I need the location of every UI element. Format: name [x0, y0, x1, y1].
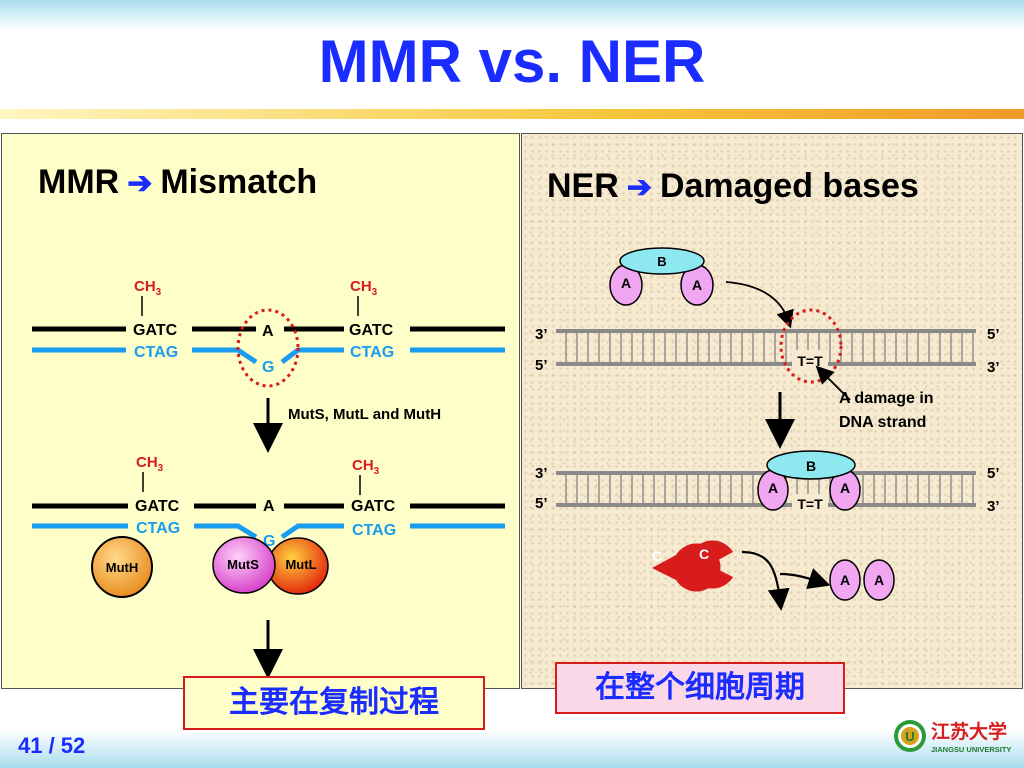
- damage-label-line2: DNA strand: [839, 414, 926, 431]
- curved-arrow-icon: [741, 550, 790, 611]
- strand-end-5: 5’: [535, 495, 548, 512]
- seq-ctag: CTAG: [352, 522, 396, 539]
- mmr-panel: [1, 133, 520, 689]
- strand-end-3: 3’: [535, 326, 548, 343]
- damage-label-line1: A damage in: [839, 390, 934, 407]
- seq-ctag: CTAG: [350, 344, 394, 361]
- seq-gatc: GATC: [133, 322, 178, 339]
- methyl-label: CH3: [134, 278, 162, 298]
- title-underline: [0, 109, 1024, 119]
- strand-end-5: 5’: [987, 326, 1000, 343]
- strand-end-5: 5’: [987, 465, 1000, 482]
- logo-name-en: JIANGSU UNIVERSITY: [931, 745, 1011, 754]
- seq-ctag: CTAG: [134, 344, 178, 361]
- right-arrow-icon: ➔: [127, 167, 153, 200]
- methyl-label: CH3: [350, 278, 378, 298]
- ner-note-box: 在整个细胞周期: [555, 662, 845, 714]
- strand-end-3: 3’: [535, 465, 548, 482]
- thymine-dimer: T=T: [797, 496, 823, 512]
- enzyme-subunit-a: [863, 559, 895, 601]
- svg-text:B: B: [806, 458, 816, 474]
- svg-text:C: C: [652, 548, 662, 564]
- svg-text:A: A: [840, 480, 850, 496]
- enzyme-subunit-b: [619, 247, 705, 275]
- svg-text:B: B: [657, 254, 666, 269]
- strand-end-3: 3’: [987, 359, 1000, 376]
- jiangsu-university-emblem-icon: U 江苏大学 JIANGSU UNIVERSITY: [894, 720, 1011, 754]
- mutl-label: MutL: [285, 557, 316, 572]
- seq-gatc: GATC: [349, 322, 394, 339]
- methyl-label: CH3: [136, 454, 164, 474]
- svg-text:A: A: [874, 572, 884, 588]
- ner-heading: NER➔Damaged bases: [547, 167, 919, 206]
- mmr-step-label: MutS, MutL and MutH: [288, 406, 441, 423]
- mismatch-highlight-circle: [236, 308, 300, 388]
- mmr-dna-after: CH3 CH3 GATC GATC A CTAG CTAG G MutH Mut…: [32, 454, 505, 598]
- mismatch-base-a: A: [263, 498, 275, 515]
- page-number: 41 / 52: [18, 733, 86, 758]
- damage-highlight-circle: [779, 308, 843, 384]
- svg-text:A: A: [840, 572, 850, 588]
- mmr-heading-label: MMR: [38, 163, 120, 201]
- mmr-heading: MMR➔Mismatch: [38, 163, 317, 202]
- mmr-note-box: 主要在复制过程: [183, 676, 485, 730]
- top-gradient-band: [0, 0, 1024, 30]
- svg-text:U: U: [905, 729, 914, 744]
- methyl-label: CH3: [352, 457, 380, 477]
- bottom-gradient-band: [0, 730, 1024, 768]
- pacman-c-icon: [688, 540, 733, 589]
- mismatch-base-g: G: [262, 359, 274, 376]
- svg-text:A: A: [692, 277, 702, 293]
- muts-label: MutS: [227, 557, 259, 572]
- curved-arrow-icon: [725, 281, 794, 329]
- curved-arrow-icon: [779, 568, 831, 589]
- mismatch-base-a: A: [262, 323, 274, 340]
- svg-text:A: A: [621, 275, 631, 291]
- strand-end-3: 3’: [987, 498, 1000, 515]
- pointer-arrow-icon: [815, 365, 851, 401]
- muth-protein: [91, 536, 153, 598]
- logo-name-cn: 江苏大学: [931, 720, 1007, 743]
- ner-heading-topic: Damaged bases: [659, 167, 919, 205]
- slide-title: MMR vs. NER: [318, 28, 706, 95]
- enzyme-subunit-a: [829, 559, 861, 601]
- mmr-heading-topic: Mismatch: [160, 163, 318, 201]
- muts-protein: [212, 536, 276, 594]
- enzyme-subunit-b: [766, 450, 856, 480]
- strand-end-5: 5’: [535, 357, 548, 374]
- ner-released-parts: C C A A: [652, 540, 895, 611]
- svg-text:C: C: [699, 546, 709, 562]
- muth-label: MutH: [106, 560, 139, 575]
- ner-dna-damaged: T=T 3’ 5’ 5’ 3’: [535, 308, 1000, 384]
- mmr-dna-before: CH3 CH3 GATC GATC A CTAG CTAG G: [32, 278, 505, 388]
- thymine-dimer: T=T: [797, 353, 823, 369]
- university-logo: U 江苏大学 JIANGSU UNIVERSITY: [893, 716, 1017, 756]
- right-arrow-icon: ➔: [626, 171, 652, 204]
- ner-heading-label: NER: [547, 167, 619, 205]
- seq-gatc: GATC: [135, 498, 180, 515]
- ner-dna-bound: 3’ 5’ 5’ 3’ T=T B A A: [535, 450, 1000, 515]
- ner-enzyme-free: B A A: [609, 247, 714, 306]
- seq-ctag: CTAG: [136, 520, 180, 537]
- seq-gatc: GATC: [351, 498, 396, 515]
- svg-text:A: A: [768, 480, 778, 496]
